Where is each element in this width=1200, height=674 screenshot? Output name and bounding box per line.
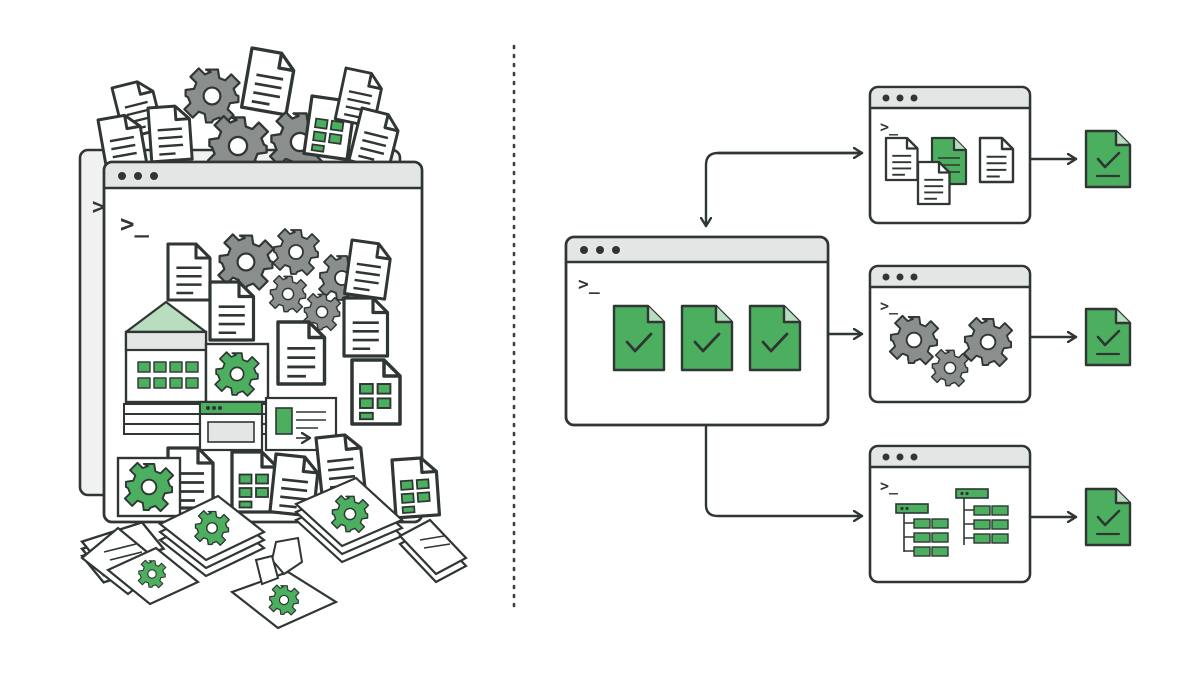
document-icon (146, 103, 194, 164)
gear-icon (330, 494, 370, 534)
check-document-icon (1084, 129, 1132, 189)
check-document-icon (612, 304, 666, 372)
grid-document-icon (390, 455, 442, 520)
window-dot (910, 273, 918, 281)
gear-icon (930, 348, 970, 388)
window-dot (580, 246, 588, 254)
gear-icon (194, 510, 230, 546)
feedback-arrow (706, 151, 862, 228)
check-document-icon (1084, 487, 1132, 547)
check-document-icon (748, 304, 802, 372)
window-dot (910, 453, 918, 461)
tree-diagram-window: >_ (868, 444, 1032, 584)
check-document-icon (680, 304, 734, 372)
window-dot (896, 94, 904, 102)
grid-document-icon (350, 358, 402, 426)
main-terminal-window: >_ (564, 235, 830, 427)
overflowing-window-illustration: >_ >_ (78, 46, 468, 630)
document-icon (276, 320, 327, 386)
document-sheet (398, 518, 468, 584)
window-dot (150, 172, 158, 180)
document-icon (978, 136, 1015, 184)
window-dot (882, 94, 890, 102)
torn-fragment (254, 536, 304, 586)
gear-icon (962, 316, 1014, 368)
document-icon (208, 280, 256, 342)
gears-window: >_ (868, 264, 1032, 404)
gear-sheet (105, 546, 201, 606)
gear-sheet (229, 570, 339, 630)
gear-icon (137, 559, 167, 589)
document-icon (166, 242, 212, 302)
terminal-prompt: >_ (578, 274, 600, 295)
arrow-to-tree-window (704, 423, 864, 516)
window-dot (134, 172, 142, 180)
window-dot (896, 453, 904, 461)
gear-icon (268, 584, 300, 616)
window-dot (118, 172, 126, 180)
check-document-icon (1084, 307, 1132, 367)
window-dot (612, 246, 620, 254)
gear-icon (214, 351, 260, 397)
top-overflow-items (96, 46, 403, 178)
organized-workflow-diagram: >_ >_ (564, 85, 1132, 584)
documents-window: >_ (868, 85, 1032, 225)
tree-diagram-icon (895, 488, 1009, 557)
terminal-prompt: >_ (880, 477, 899, 495)
document-icon (916, 160, 951, 206)
gear-card-icon (116, 456, 182, 518)
window-dot (882, 273, 890, 281)
terminal-prompt: >_ (880, 118, 899, 136)
gear-icon (268, 274, 308, 314)
gear-icon (272, 228, 320, 276)
database-sheet-icon (124, 300, 208, 404)
gear-icon (183, 67, 241, 125)
terminal-prompt: >_ (880, 297, 899, 315)
settings-panel-icon (204, 342, 270, 404)
window-contents-pile (116, 228, 402, 518)
gear-sheet-stack (157, 494, 267, 578)
bottom-spill-items (80, 455, 468, 630)
gear-icon (123, 461, 175, 513)
gear-sheet-stack (294, 476, 404, 564)
window-dot (910, 94, 918, 102)
gear-icon (888, 314, 940, 366)
document-icon (239, 46, 298, 117)
mini-browser-icon (198, 400, 264, 452)
window-dot (882, 453, 890, 461)
document-icon (342, 296, 390, 358)
document-icon (884, 136, 919, 182)
window-dot (896, 273, 904, 281)
terminal-prompt: >_ (120, 210, 149, 238)
window-dot (596, 246, 604, 254)
